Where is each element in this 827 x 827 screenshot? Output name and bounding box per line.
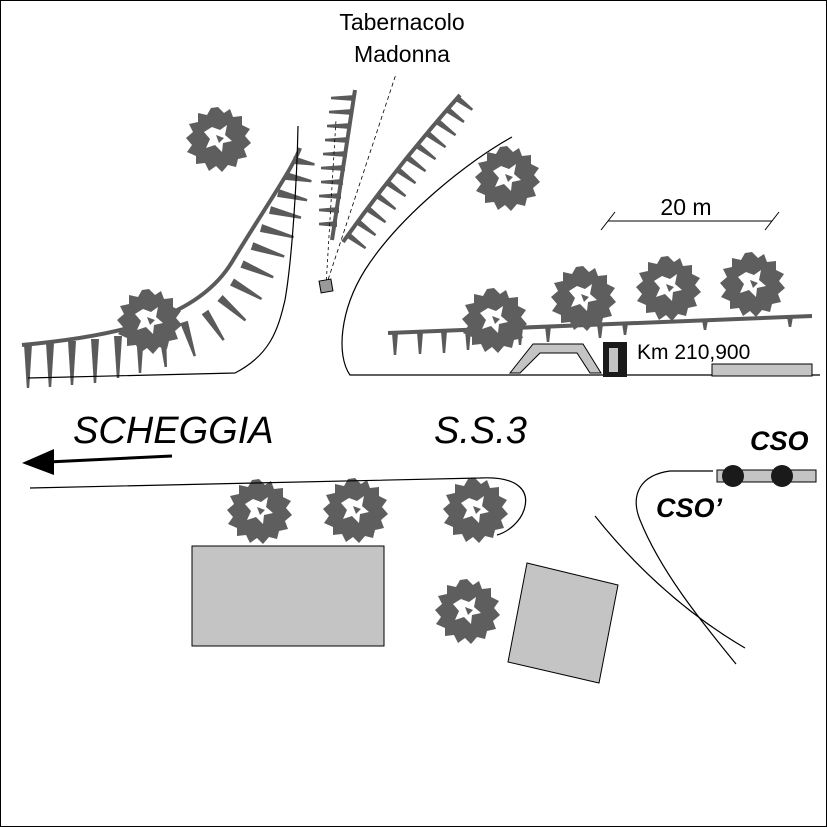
tree-icon <box>551 266 616 331</box>
slope-hachure-mark <box>269 206 302 219</box>
tree-icon <box>720 252 785 317</box>
slope-hachure-mark <box>346 232 367 250</box>
shrine-marker <box>318 278 334 294</box>
tree-icon <box>186 107 251 172</box>
milestone-inner <box>609 348 618 372</box>
slope-hachure-mark <box>329 109 353 115</box>
slope-hachure-mark <box>356 219 377 237</box>
station-cso-label: CSO <box>750 426 809 456</box>
slope-hachure-mark <box>321 165 345 171</box>
slope-hachure-mark <box>545 326 551 342</box>
slope-hachure-mark <box>319 207 339 213</box>
milestone-label: Km 210,900 <box>637 341 750 364</box>
slope-hachure-mark <box>622 323 628 335</box>
slope-hachure-mark <box>323 151 347 157</box>
scale-label: 20 m <box>660 194 711 220</box>
slope-hachure-mark <box>292 156 315 166</box>
slope-hachure-mark <box>24 344 32 388</box>
slope-hachure-mark <box>376 193 397 211</box>
slope-hachure-mark <box>331 95 355 101</box>
road-edge-lower <box>29 477 527 536</box>
direction-arrow-icon <box>22 449 173 475</box>
slope-hachure-mark <box>201 309 225 341</box>
tree-icon <box>117 289 182 354</box>
slope-hachure-mark <box>787 317 793 327</box>
slope-hachure-mark <box>386 180 407 198</box>
town-label: SCHEGGIA <box>73 410 274 452</box>
tree-icon <box>636 256 701 321</box>
slope-hachure-mark <box>366 206 387 224</box>
shrine-label-line2: Madonna <box>354 41 450 67</box>
tree-icon <box>462 288 527 353</box>
building-east <box>507 562 619 684</box>
road-edge-upper-right <box>341 136 820 376</box>
slope-hachure-mark <box>217 295 247 322</box>
slope-hachure-mark <box>240 260 274 279</box>
slope-hachure-mark <box>327 123 351 129</box>
slope-hachure-mark <box>416 143 437 161</box>
slope-hachure-mark <box>597 324 603 338</box>
slope-hachure-mark <box>259 224 294 239</box>
road-edge-lower-right <box>635 470 737 665</box>
scale-bar <box>600 211 780 231</box>
slope-hachure-mark <box>68 341 76 385</box>
slope-hachure-mark <box>446 107 465 123</box>
slope-hachure-mark <box>285 172 312 183</box>
tree-icon <box>443 478 508 543</box>
escarpment-upper-left <box>21 147 315 388</box>
tree-icon <box>475 146 540 211</box>
building-west <box>191 545 385 647</box>
slope-hachure-mark <box>426 131 447 149</box>
tree-icon <box>323 478 388 543</box>
slope-hachure-mark <box>319 221 337 227</box>
slope-hachure-mark <box>417 332 423 354</box>
slope-hachure-mark <box>319 193 341 199</box>
slope-hachure-mark <box>325 137 349 143</box>
road-label: S.S.3 <box>434 410 527 452</box>
escarpment-central-left <box>319 89 357 241</box>
station-cso-marker <box>771 465 793 487</box>
escarpment-central-right <box>341 93 474 250</box>
shrine-leader-line-2 <box>325 119 337 287</box>
station-cso-prime-marker <box>722 465 744 487</box>
slope-hachure-mark <box>46 343 54 387</box>
station-cso-prime-label: CSO’ <box>656 493 723 523</box>
roadside-wall <box>508 343 602 374</box>
slope-hachure-mark <box>180 320 196 357</box>
slope-hachure-mark <box>406 155 427 173</box>
slope-hachure-mark <box>91 339 99 383</box>
side-road-edge <box>594 515 746 649</box>
slope-hachure-mark <box>250 242 285 258</box>
slope-hachure-mark <box>230 278 263 301</box>
slope-hachure-mark <box>277 189 308 202</box>
slope-hachure-mark <box>456 96 474 111</box>
slope-hachure-mark <box>396 167 417 185</box>
roadside-kerb <box>711 363 813 377</box>
shrine-label-line1: Tabernacolo <box>339 9 464 35</box>
tree-icon <box>435 579 500 644</box>
slope-hachure-mark <box>436 119 457 137</box>
slope-hachure-mark <box>392 333 398 355</box>
road-edge-upper-left <box>27 125 299 379</box>
slope-hachure-mark <box>441 331 447 353</box>
shrine-leader-line <box>325 73 397 287</box>
slope-hachure-mark <box>702 320 708 330</box>
tree-icon <box>227 479 292 544</box>
slope-hachure-mark <box>114 336 122 378</box>
